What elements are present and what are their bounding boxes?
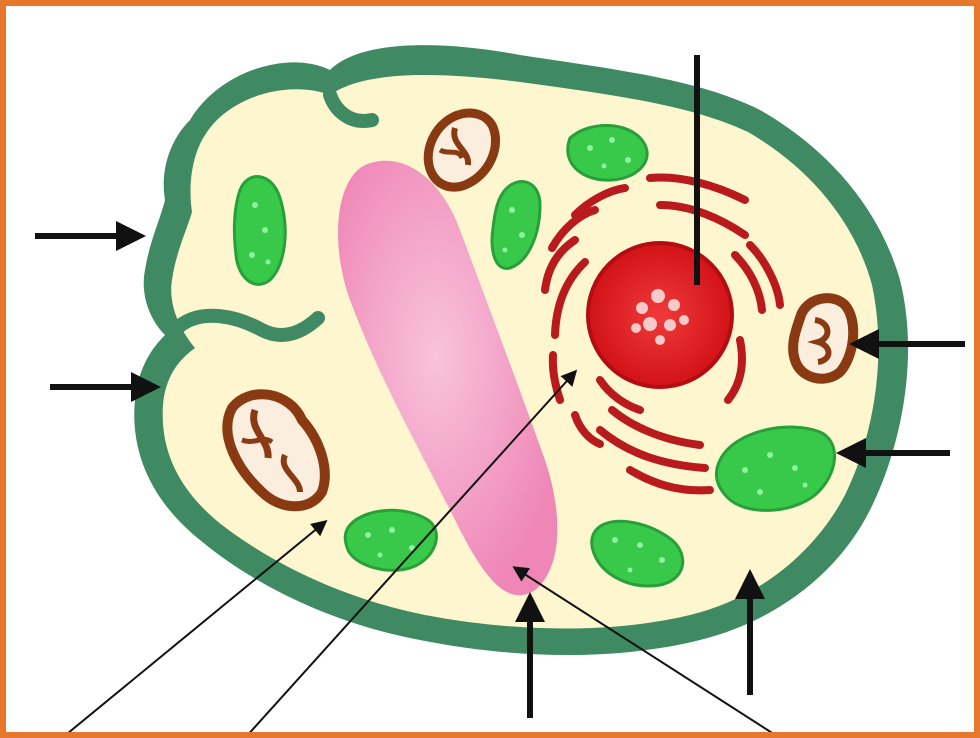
mitochondrion — [428, 113, 495, 187]
mitochondrion — [793, 298, 853, 379]
chloroplast — [568, 125, 647, 180]
chloroplast — [234, 177, 285, 285]
nucleus — [588, 243, 732, 387]
